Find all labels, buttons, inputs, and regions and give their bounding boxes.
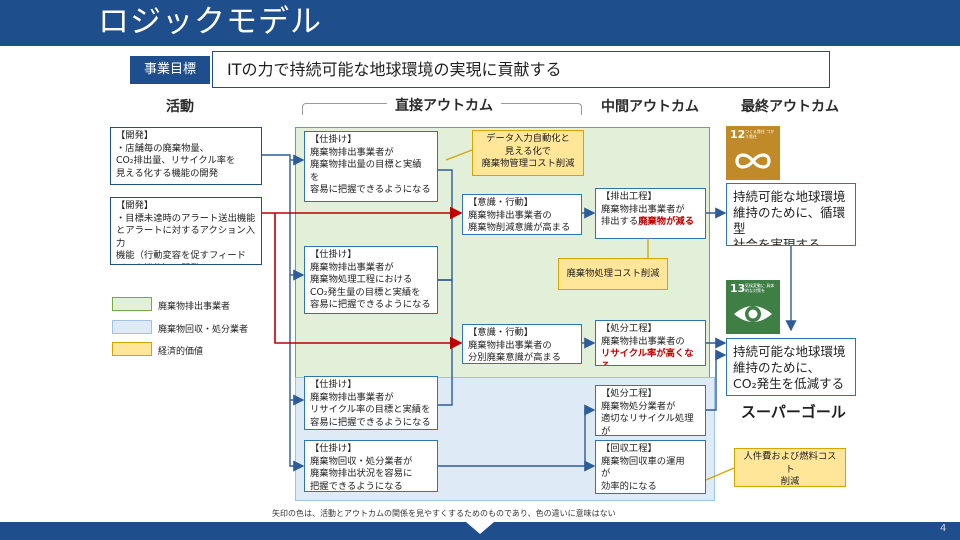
footer-notch (466, 522, 494, 534)
page-title: ロジックモデル (98, 4, 322, 40)
legend-swatch-collector (112, 320, 152, 334)
sdg-12-caption: つくる責任 つかう責任 (745, 129, 775, 139)
column-activity: 活動 (166, 99, 194, 115)
arrow-color-note: 矢印の色は、活動とアウトカムの関係を見やすくするためのものであり、色の違いに意味… (272, 509, 616, 518)
goal-label: 事業目標 (130, 56, 210, 84)
final-outcome-box-1: 持続可能な地球環境 維持のために、循環型 社会を実現する (726, 183, 856, 246)
page-number: 4 (940, 523, 947, 534)
activity-box-1: 【開発】 ・店舗毎の廃棄物量、 CO₂排出量、リサイクル率を 見える化する機能の… (110, 127, 262, 185)
legend-swatch-emitter (112, 297, 152, 311)
direct-outcome-box-1: 【仕掛け】 廃棄物排出事業者が 廃棄物排出量の目標と実績 を 容易に把握できるよ… (304, 131, 438, 202)
awareness-box-2: 【意識・行動】 廃棄物排出事業者の 分別廃棄意識が高まる (462, 324, 582, 364)
direct-outcome-box-4: 【仕掛け】 廃棄物回収・処分業者が 廃棄物排出状況を容易に 把握できるようになる (304, 440, 438, 492)
intermediate-box-1-text: 【排出工程】 廃棄物排出事業者が 排出する (601, 191, 685, 227)
title-bar (0, 0, 960, 46)
awareness-box-1: 【意識・行動】 廃棄物排出事業者の 廃棄物削減意識が高まる (462, 194, 582, 235)
sdg-12-icon: 12 つくる責任 つかう責任 (726, 126, 780, 180)
economic-box-3: 人件費および燃料コスト 削減 (734, 448, 846, 487)
sdg-12-number: 12 (730, 128, 746, 141)
goal-text: ITの力で持続可能な地球環境の実現に貢献する (212, 51, 830, 88)
intermediate-box-1: 【排出工程】 廃棄物排出事業者が 排出する廃棄物が減る (595, 188, 706, 239)
final-outcome-box-2: 持続可能な地球環境 維持のために、 CO₂発生を低減する (726, 338, 856, 396)
column-final-outcome: 最終アウトカム (741, 99, 839, 115)
legend-label-economic: 経済的価値 (158, 347, 204, 357)
legend-label-collector: 廃棄物回収・処分業者 (158, 325, 249, 335)
sdg-13-caption: 気候変動に 具体的な対策を (745, 283, 775, 293)
direct-outcome-box-3: 【仕掛け】 廃棄物排出事業者が リサイクル率の目標と実績を 容易に把握できるよう… (304, 376, 438, 430)
intermediate-box-2: 【処分工程】 廃棄物排出事業者の リサイクル率が高くなる (595, 320, 706, 366)
intermediate-box-2-highlight: リサイクル率が高くなる (601, 348, 694, 366)
intermediate-box-4: 【回収工程】 廃棄物回収車の運用 が 効率的になる (595, 440, 706, 494)
legend-swatch-economic (112, 342, 152, 356)
intermediate-box-1-highlight: 廃棄物が減る (638, 216, 694, 227)
economic-box-1: データ入力自動化と 見える化で 廃棄物管理コスト削減 (472, 130, 584, 176)
sdg-13-number: 13 (730, 282, 746, 295)
column-direct-outcome: 直接アウトカム (387, 95, 501, 115)
economic-box-2: 廃棄物処理コスト削減 (558, 258, 668, 290)
super-goal-label: スーパーゴール (741, 403, 846, 421)
legend-label-emitter: 廃棄物排出事業者 (158, 302, 231, 312)
intermediate-box-3: 【処分工程】 廃棄物処分業者が 適切なリサイクル処理が できるようになる (595, 385, 706, 436)
activity-box-2: 【開発】 ・目標未達時のアラート送出機能 とアラートに対するアクション入力 機能… (110, 197, 262, 265)
column-intermediate-outcome: 中間アウトカム (601, 99, 699, 115)
sdg-13-icon: 13 気候変動に 具体的な対策を (726, 280, 780, 334)
direct-outcome-box-2: 【仕掛け】 廃棄物排出事業者が 廃棄物処理工程における CO₂発生量の目標と実績… (304, 246, 438, 314)
intermediate-box-2-text: 【処分工程】 廃棄物排出事業者の (601, 323, 685, 347)
